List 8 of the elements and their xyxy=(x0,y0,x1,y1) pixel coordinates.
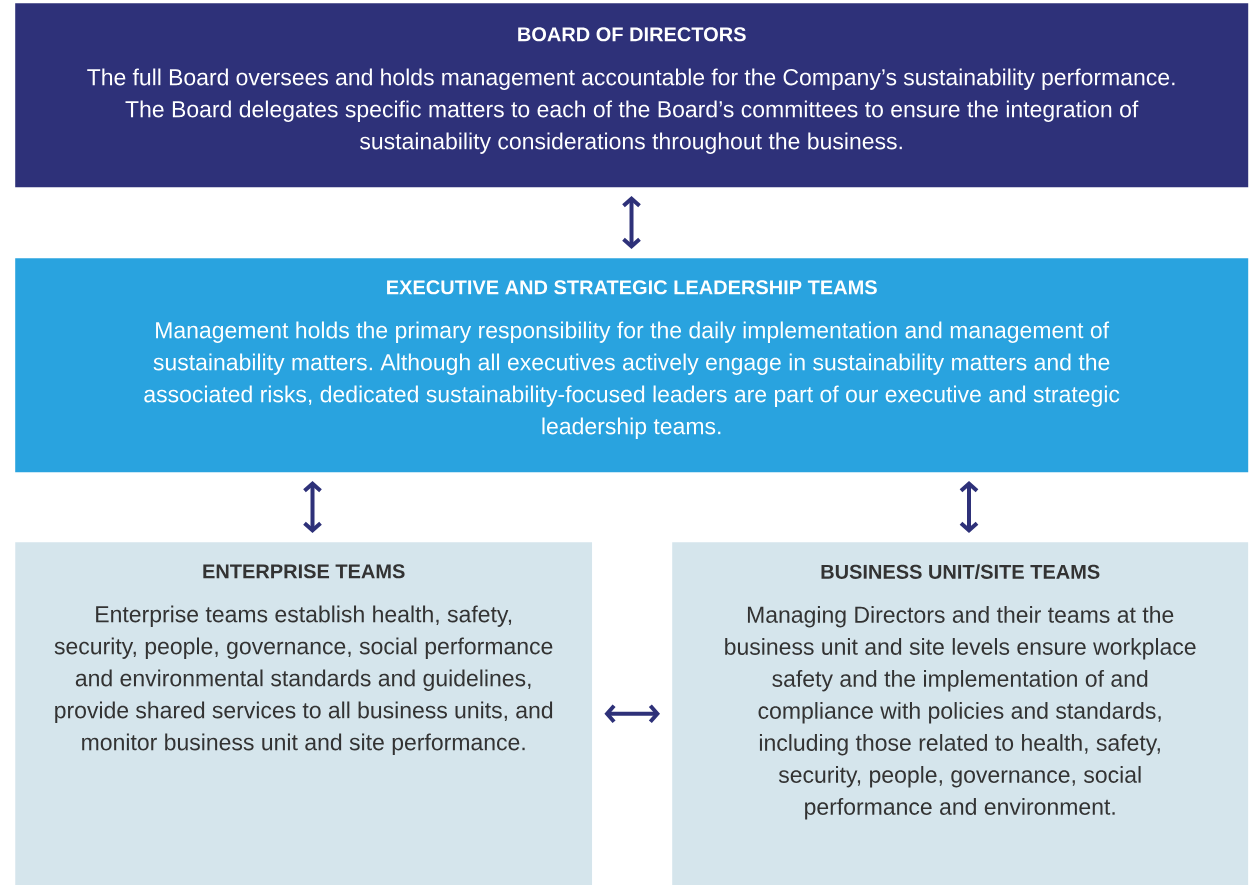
arrow xyxy=(303,481,322,533)
board-box: BOARD OF DIRECTORS The full Board oversees and holds management accountable for the Company’s sustainability performance. The Board delegates specific matters to each of the Board’s committees to ensure the integration of sustainability considerations throughout the business. xyxy=(15,3,1249,188)
arrow xyxy=(604,704,660,723)
arrow xyxy=(959,481,979,533)
team-box: ENTERPRISE TEAMS Enterprise teams establish health, safety, security, people, governance, social performance and environmental standards and guidelines, provide shared services to all business units, and monitor business unit and site performance. xyxy=(15,542,593,885)
leadership-box: EXECUTIVE AND STRATEGIC LEADERSHIP TEAMS Management holds the primary responsibility for the daily implementation and management of sustainability matters. Although all executives actively engage in sustainability matters and the associated risks, dedicated sustainability-focused leaders are part of our executive and strategic leadership teams. xyxy=(15,258,1249,473)
team-box: BUSINESS UNIT/SITE TEAMS Managing Directors and their teams at the business unit and site levels ensure workplace safety and the implementation of and compliance with policies and standards, including those related to health, safety, security, people, governance, social performance and environment. xyxy=(672,542,1249,885)
arrow xyxy=(622,196,641,249)
